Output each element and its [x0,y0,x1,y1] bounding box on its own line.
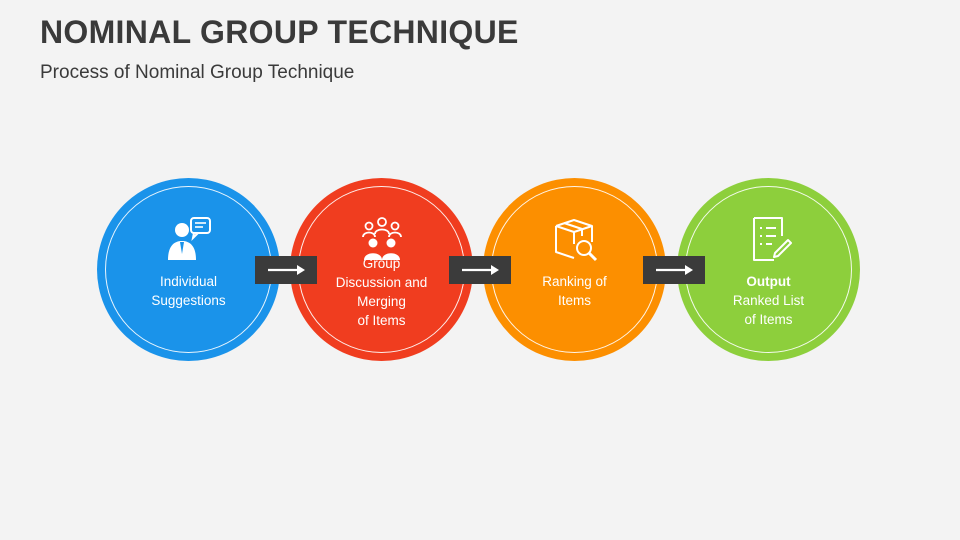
step-ranking-of-items: Ranking of Items [483,178,666,361]
step-ring [491,186,658,353]
step-label: Ranking of Items [497,272,652,310]
connector-arrow [449,256,511,284]
step-label-line: Group [362,256,401,271]
step-label: Output Ranked List of Items [691,272,846,329]
step-label: Individual Suggestions [111,272,266,310]
step-label: Group Discussion and Merging of Items [304,254,459,330]
step-label-line: Merging [357,294,406,309]
connector-arrow [255,256,317,284]
step-label-line: Suggestions [151,293,226,308]
step-individual-suggestions: Individual Suggestions [97,178,280,361]
person-speech-bubble-icon [167,217,211,260]
step-group-discussion: Group Discussion and Merging of Items [290,178,473,361]
arrow-right-icon [462,265,499,275]
arrow-right-icon [268,265,305,275]
step-output: Output Ranked List of Items [677,178,860,361]
step-label-line: of Items [357,313,406,328]
step-ring [105,186,272,353]
step-label-line: Ranked List [732,293,805,308]
checklist-pencil-icon [752,217,792,261]
arrow-right-icon [656,265,693,275]
step-label-line: Items [557,293,591,308]
step-label-line: Individual [159,274,218,289]
page-title: NOMINAL GROUP TECHNIQUE [40,14,519,50]
connector-arrow [643,256,705,284]
step-label-line: Discussion and [335,275,428,290]
group-people-icon [361,217,402,260]
box-magnifier-icon [554,219,597,262]
step-label-line: of Items [744,312,793,327]
step-heading: Output [746,274,791,289]
page-subtitle: Process of Nominal Group Technique [40,62,355,83]
step-label-line: Ranking of [542,274,607,289]
